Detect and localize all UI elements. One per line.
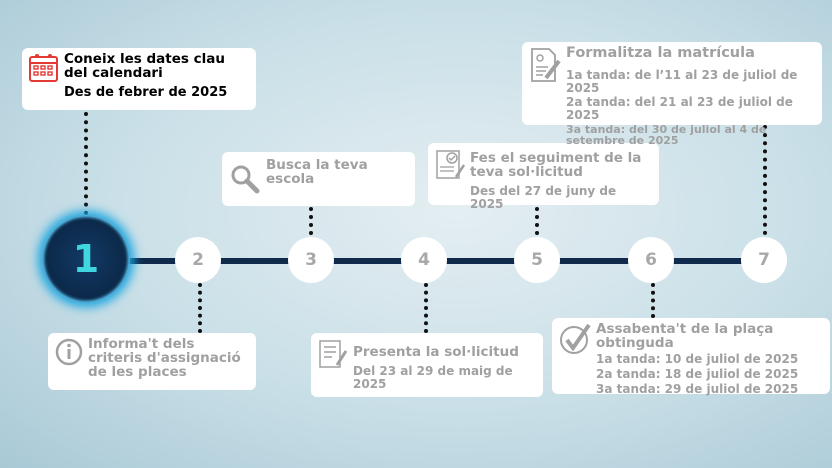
card-criteria: Informa't dels criteris d'assignació de …	[48, 333, 256, 390]
search-icon	[231, 165, 260, 194]
step-3[interactable]: 3	[288, 237, 334, 283]
card-line: 1a tanda: 10 de juliol de 2025	[596, 352, 799, 367]
form-icon	[319, 340, 348, 368]
step-1[interactable]: 1	[42, 215, 130, 303]
calendar-icon	[29, 54, 58, 82]
checklist-icon	[436, 150, 466, 179]
card-date: Des del 27 de juny de 2025	[470, 184, 617, 211]
card-title: Coneix les dates clau del calendari	[64, 51, 225, 82]
card-date: Del 23 al 29 de maig de 2025	[353, 364, 513, 391]
card-enrollment: Formalitza la matrícula 1a tanda: de l’1…	[522, 42, 822, 146]
card-title: Busca la teva escola	[266, 156, 368, 187]
card-title: Informa't dels criteris d'assignació de …	[88, 336, 241, 381]
step-2[interactable]: 2	[175, 237, 221, 283]
card-line: 2a tanda: 18 de juliol de 2025	[596, 366, 799, 381]
card-line: 3a tanda: 29 de juliol de 2025	[596, 381, 799, 396]
step-4[interactable]: 4	[401, 237, 447, 283]
connector	[763, 125, 767, 235]
card-title: Assabenta't de la plaça obtinguda	[596, 321, 774, 352]
card-line: 1a tanda: de l’11 al 23 de juliol de 202…	[566, 68, 798, 95]
connector	[424, 283, 428, 333]
connector	[651, 283, 655, 318]
card-title: Formalitza la matrícula	[566, 45, 755, 61]
checkmark-icon	[560, 323, 591, 354]
connector	[198, 283, 202, 333]
card-title: Presenta la sol·licitud	[353, 344, 519, 360]
step-7[interactable]: 7	[741, 237, 787, 283]
step-5[interactable]: 5	[514, 237, 560, 283]
card-line: 2a tanda: del 21 al 23 de juliol de 2025	[566, 95, 793, 122]
info-icon	[55, 338, 83, 366]
card-line: 3a tanda: del 30 de juliol al 4 de setem…	[566, 122, 767, 148]
step-6[interactable]: 6	[628, 237, 674, 283]
card-result: Assabenta't de la plaça obtinguda 1a tan…	[552, 318, 830, 396]
document-edit-icon	[531, 48, 561, 82]
connector	[84, 112, 88, 215]
connector	[535, 207, 539, 235]
card-title: Fes el seguiment de la teva sol·licitud	[470, 150, 642, 181]
card-date: Des de febrer de 2025	[64, 85, 228, 101]
connector	[309, 207, 313, 235]
card-search: Busca la teva escola	[222, 152, 415, 206]
